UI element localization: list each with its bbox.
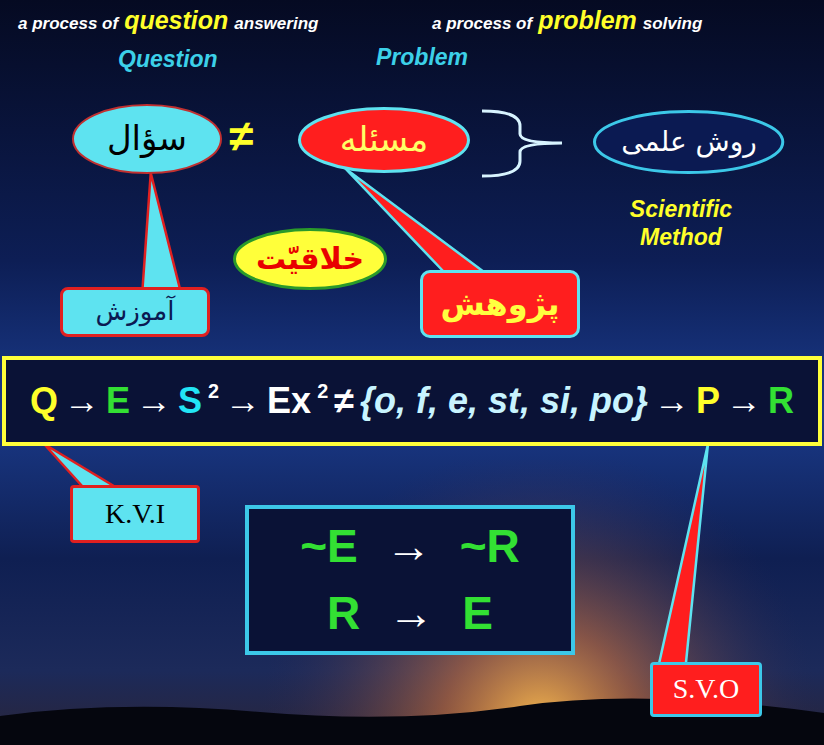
node-text: → <box>225 380 261 421</box>
node-text: آموزش <box>96 297 175 327</box>
text-row: Q→E→S2→Ex2≠{o, f, e, st, si, po}→P→R <box>30 380 794 421</box>
subtitle-line: a process of problem solving <box>432 6 702 35</box>
node-text: → <box>726 380 762 421</box>
research-callout: پژوهش <box>420 270 580 338</box>
not-equal-sign: ≠ <box>229 110 253 163</box>
node-text: Q <box>30 380 58 421</box>
text-row: روش علمی <box>621 126 757 158</box>
node-text: E <box>462 587 493 640</box>
node-text: S.V.O <box>673 673 739 705</box>
node-text: ~E <box>300 520 358 573</box>
node-text: پژوهش <box>440 286 559 323</box>
creativity-ellipse: خلاقیّت <box>233 228 387 290</box>
text-row: سؤال <box>107 119 187 158</box>
text-row: R → E <box>327 587 493 640</box>
node-text: → <box>388 587 434 640</box>
node-text: ~R <box>460 520 520 573</box>
ellipse-shape <box>73 105 221 173</box>
subtitle-line: a process of question answering <box>18 6 318 35</box>
node-text: Ex <box>267 380 311 421</box>
node-text: خلاقیّت <box>256 242 364 277</box>
heading-label: Question <box>118 46 218 74</box>
node-content: سؤال <box>107 119 187 158</box>
curly-brace <box>482 111 562 176</box>
text-row: ~E → ~R <box>300 520 520 573</box>
question-ellipse: سؤال <box>72 104 222 174</box>
text-row: خلاقیّت <box>256 242 364 277</box>
subtitle-keyword: question <box>124 6 228 35</box>
method-label: Scientific Method <box>606 196 756 251</box>
problem-ellipse: مسئله <box>298 107 470 173</box>
node-text: R <box>768 380 794 421</box>
subtitle-text: solving <box>643 14 703 34</box>
text-row: مسئله <box>340 120 428 159</box>
education-callout: آموزش <box>60 287 210 337</box>
node-text: → <box>136 380 172 421</box>
text-row: S.V.O <box>673 673 739 705</box>
ellipse-shape <box>595 112 783 173</box>
node-content: K.V.I <box>105 498 165 530</box>
subtitle-text: answering <box>234 14 318 34</box>
node-text: E <box>106 380 130 421</box>
node-text: R <box>327 587 360 640</box>
node-text: S <box>178 380 202 421</box>
subtitle-text: a process of <box>432 14 532 34</box>
callout-pointer <box>44 444 115 487</box>
node-text: مسئله <box>340 120 428 159</box>
node-text: K.V.I <box>105 498 165 530</box>
callout-pointer <box>659 444 708 664</box>
heading-label: Problem <box>376 44 468 72</box>
callout-pointer <box>143 173 181 289</box>
text-row: پژوهش <box>440 286 559 323</box>
node-content: مسئله <box>340 120 428 159</box>
node-text: → <box>386 520 432 573</box>
node-text: ≠ <box>334 380 354 421</box>
node-text: → <box>654 380 690 421</box>
node-content: Q→E→S2→Ex2≠{o, f, e, st, si, po}→P→R <box>30 380 794 421</box>
ellipse-shape <box>234 230 385 289</box>
node-text: سؤال <box>107 119 187 158</box>
superscript: 2 <box>317 380 328 403</box>
node-content: خلاقیّت <box>256 242 364 277</box>
svo-callout: S.V.O <box>650 662 762 717</box>
node-content: روش علمی <box>621 126 757 158</box>
node-content: پژوهش <box>440 286 559 323</box>
logic-box: ~E → ~R R → E <box>245 505 575 655</box>
superscript: 2 <box>208 380 219 403</box>
ellipse-shape <box>300 109 469 172</box>
node-text: روش علمی <box>621 126 757 158</box>
formula-band: Q→E→S2→Ex2≠{o, f, e, st, si, po}→P→R <box>2 356 822 446</box>
node-content: S.V.O <box>673 673 739 705</box>
node-text: {o, f, e, st, si, po} <box>360 380 648 421</box>
subtitle-text: a process of <box>18 14 118 34</box>
kvi-callout: K.V.I <box>70 485 200 543</box>
node-content: ~E → ~R R → E <box>300 520 520 640</box>
subtitle-keyword: problem <box>538 6 637 35</box>
text-row: آموزش <box>96 297 175 327</box>
scientific-method-ellipse: روش علمی <box>593 110 784 174</box>
node-content: آموزش <box>96 297 175 327</box>
node-text: → <box>64 380 100 421</box>
text-row: K.V.I <box>105 498 165 530</box>
node-text: P <box>696 380 720 421</box>
